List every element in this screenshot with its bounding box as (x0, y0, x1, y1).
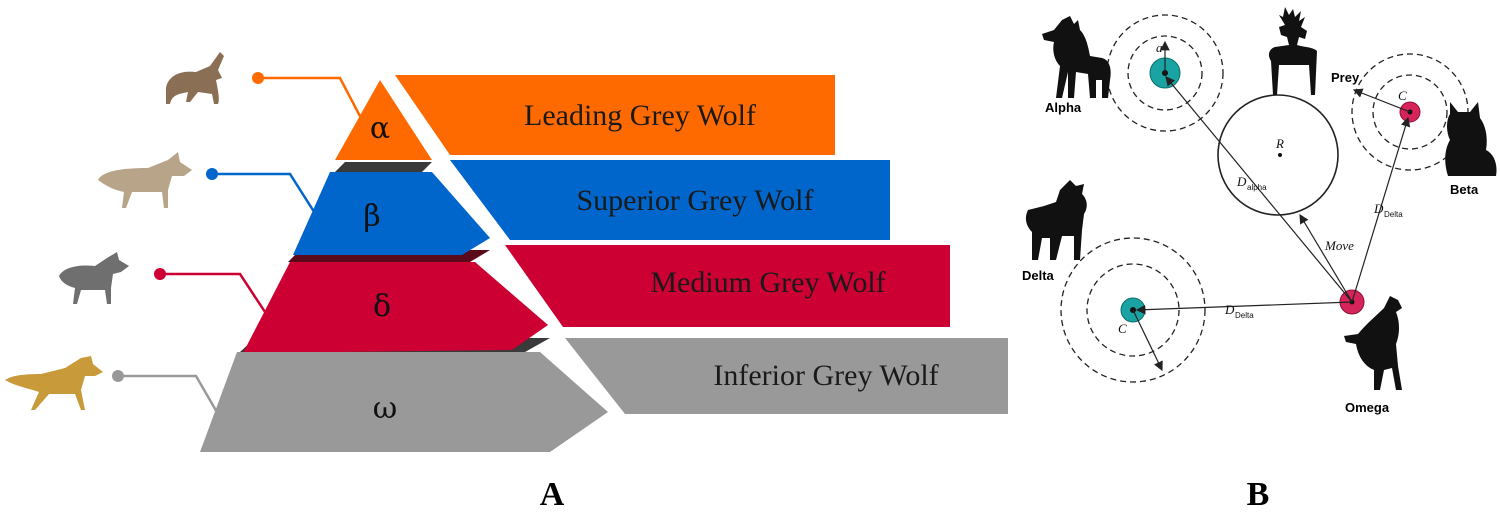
deer-prey-silhouette (1268, 7, 1317, 95)
alpha-connector (258, 76, 364, 121)
d-alpha-label: D (1236, 174, 1247, 189)
panel-a-letter: A (540, 476, 565, 513)
omega-wolf-silhouette (1344, 296, 1402, 390)
d-beta-vector (1351, 116, 1411, 303)
hierarchy-pyramid: α Leading Grey Wolf β Superior Grey Wolf… (200, 75, 1008, 452)
d-alpha-sub: alpha (1247, 183, 1267, 192)
omega-label: Inferior Grey Wolf (713, 359, 938, 392)
movement-diagram: a C C R D alpha D Delta D Delta Move (1022, 7, 1497, 415)
delta-symbol: δ (373, 289, 391, 324)
d-delta-sub: Delta (1235, 311, 1254, 320)
r-label: R (1275, 136, 1284, 151)
delta-tier (243, 262, 548, 353)
delta-label: Medium Grey Wolf (650, 266, 885, 299)
r-center (1278, 153, 1282, 157)
panel-b-letter: B (1247, 476, 1270, 513)
beta-label: Superior Grey Wolf (577, 184, 814, 217)
alpha-label: Alpha (1045, 100, 1082, 115)
omega-tier (200, 352, 608, 452)
delta-inner-ring (1086, 263, 1180, 357)
beta-cat-silhouette (1445, 102, 1497, 176)
beta-connector (212, 172, 320, 219)
alpha-banner (395, 75, 835, 155)
alpha-a-label: a (1156, 40, 1163, 55)
alpha-label: Leading Grey Wolf (524, 99, 756, 132)
howling-wolf-icon (166, 52, 224, 104)
alpha-inner-ring (1127, 35, 1203, 111)
delta-wolf-silhouette (1025, 180, 1087, 260)
omega-symbol: ω (373, 391, 397, 426)
d-beta-label: D (1373, 201, 1384, 216)
delta-connector (160, 272, 267, 313)
omega-banner (565, 338, 1008, 414)
beta-symbol: β (363, 199, 380, 234)
omega-label: Omega (1345, 400, 1390, 415)
beta-connector-dot (206, 168, 218, 180)
alpha-connector-dot (252, 72, 264, 84)
d-alpha-vector (1165, 76, 1353, 303)
beta-inner-ring (1372, 74, 1448, 150)
dark-wolf-icon (59, 252, 129, 304)
delta-outer-ring (1060, 237, 1206, 383)
move-vector (1299, 213, 1353, 303)
shadow-strip (335, 162, 432, 172)
wolf-connectors (112, 72, 364, 415)
delta-connector-dot (154, 268, 166, 280)
alpha-symbol: α (370, 111, 390, 146)
d-delta-vector (1135, 301, 1353, 315)
beta-tier (293, 172, 490, 255)
move-label: Move (1324, 238, 1354, 253)
d-beta-sub: Delta (1384, 210, 1403, 219)
d-delta-label: D (1224, 302, 1235, 317)
beta-label: Beta (1450, 182, 1479, 197)
beta-c-label: C (1398, 88, 1407, 103)
delta-label: Delta (1022, 268, 1055, 283)
alpha-wolf-silhouette (1042, 16, 1111, 98)
alpha-tier (335, 80, 432, 160)
grey-wolf-icon (98, 152, 192, 208)
delta-c-label: C (1118, 321, 1127, 336)
delta-banner (505, 245, 950, 327)
omega-connector (118, 374, 220, 415)
prey-label: Prey (1331, 70, 1360, 85)
delta-radius-arrow (1132, 309, 1163, 372)
prey-arrow (1352, 88, 1411, 113)
beta-banner (450, 160, 890, 240)
omega-connector-dot (112, 370, 124, 382)
yellow-wolf-icon (5, 356, 103, 410)
